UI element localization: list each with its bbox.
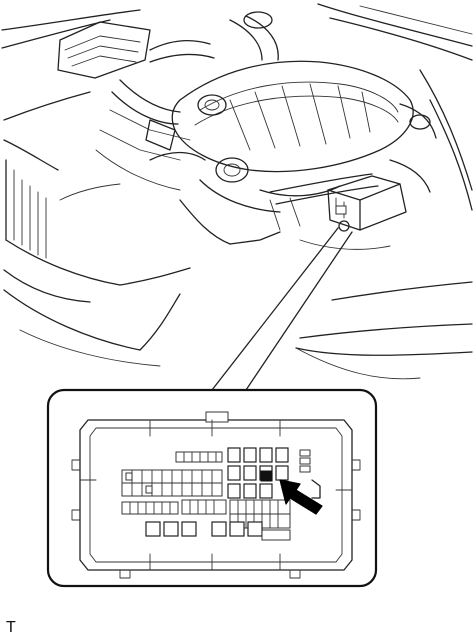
callout-leader [211,220,353,391]
fuse-relay-block [46,388,378,588]
target-relay [260,470,273,482]
arrow-icon [279,479,323,515]
callout-letter: T [6,619,16,636]
engine-compartment [1,3,473,380]
